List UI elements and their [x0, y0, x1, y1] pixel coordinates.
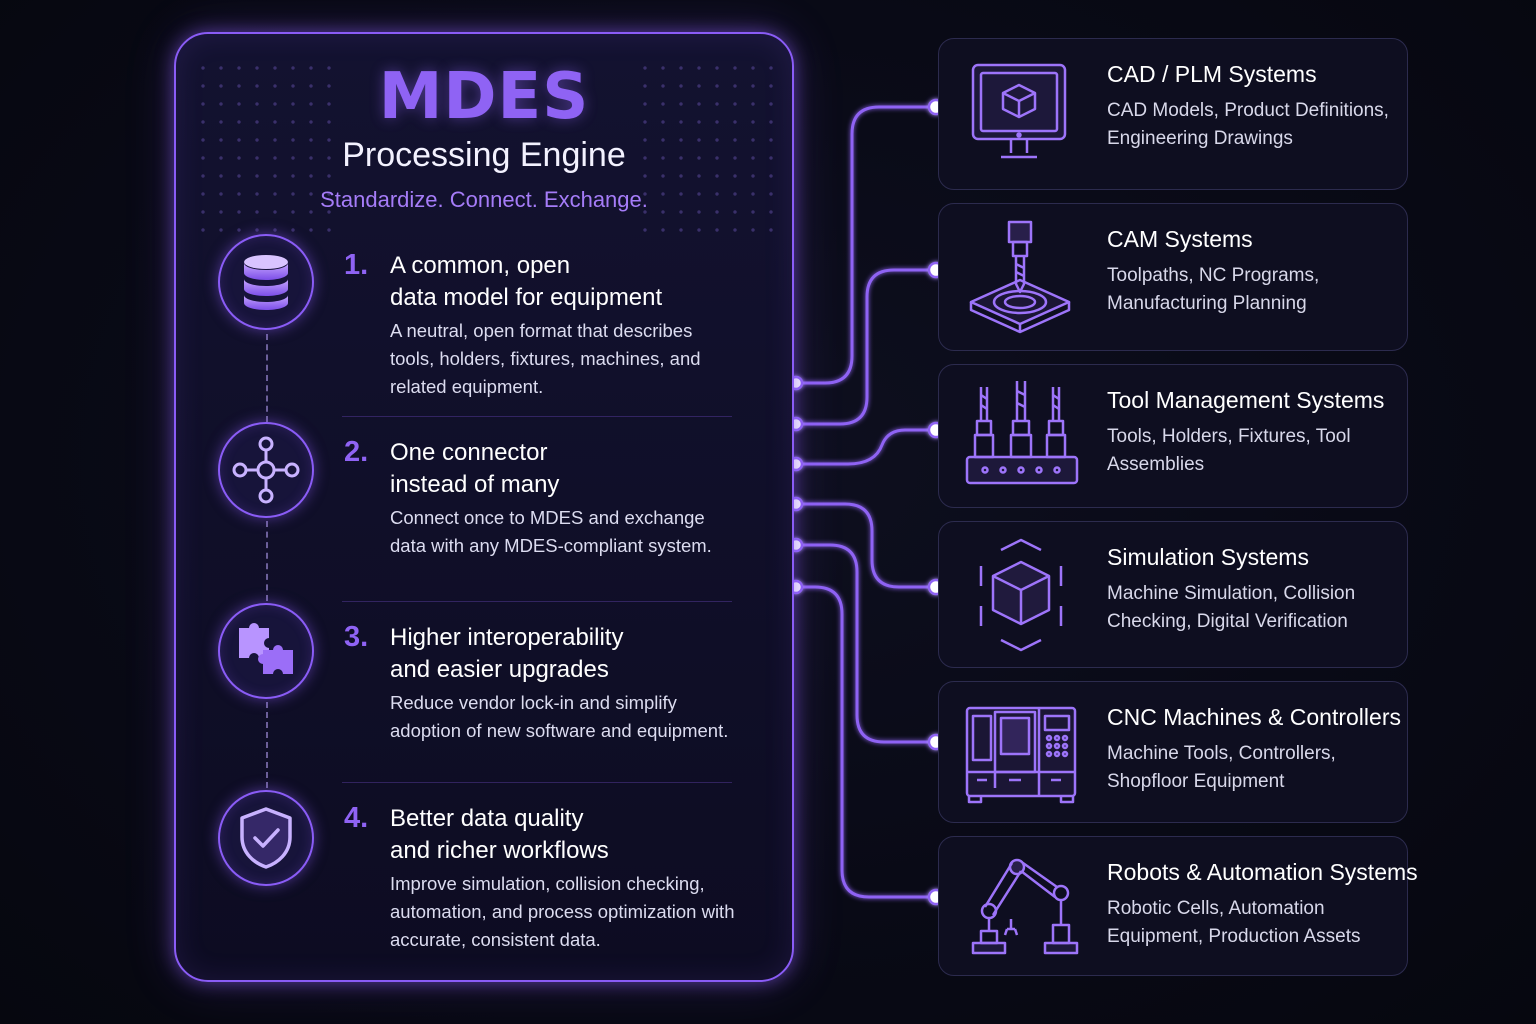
system-description: Robotic Cells, Automation Equipment, Pro…	[1107, 898, 1361, 947]
feature-description: Improve simulation, collision checking, …	[390, 873, 735, 950]
system-title: CAD / PLM Systems	[1107, 61, 1317, 87]
system-description: Toolpaths, NC Programs, Manufacturing Pl…	[1107, 265, 1320, 314]
system-card-cam: CAM Systems Toolpaths, NC Programs, Manu…	[938, 203, 1408, 351]
system-title: CAM Systems	[1107, 226, 1253, 252]
feature-separator	[342, 601, 732, 602]
monitor-cube-icon	[961, 55, 1081, 175]
connector-cam	[796, 268, 936, 426]
network-hub-icon	[218, 422, 314, 518]
feature-heading-line: A common, open	[390, 252, 571, 279]
feature-heading-line: Better data quality	[390, 805, 584, 832]
feature-heading-line: instead of many	[390, 471, 560, 498]
feature-heading-line: and richer workflows	[390, 837, 609, 864]
system-card-cnc: CNC Machines & Controllers Machine Tools…	[938, 681, 1408, 823]
shield-check-icon	[218, 790, 314, 886]
system-description: Tools, Holders, Fixtures, Tool Assemblie…	[1107, 426, 1351, 475]
feature-separator	[342, 782, 732, 783]
engine-title: MDES	[378, 60, 590, 134]
feature-number: 3.	[344, 621, 369, 653]
feature-description: A neutral, open format that describes to…	[390, 320, 701, 397]
feature-heading: Better data quality and richer workflows	[390, 803, 750, 867]
feature-heading-line: One connector	[390, 439, 548, 466]
system-card-robots: Robots & Automation Systems Robotic Cell…	[938, 836, 1418, 976]
system-description: Machine Tools, Controllers, Shopfloor Eq…	[1107, 743, 1336, 792]
system-title: Robots & Automation Systems	[1107, 859, 1418, 885]
processing-engine-panel: MDES Processing Engine Standardize. Conn…	[174, 32, 794, 982]
feature-number: 4.	[344, 802, 369, 834]
engine-tagline: Standardize. Connect. Exchange.	[320, 187, 648, 212]
feature-description: Reduce vendor lock-in and simplify adopt…	[390, 692, 729, 741]
milling-tool-icon	[961, 218, 1081, 338]
feature-separator	[342, 416, 732, 417]
feature-heading: One connector instead of many	[390, 437, 750, 501]
feature-number: 1.	[344, 249, 369, 281]
feature-connector-dash	[266, 521, 268, 601]
system-title: Simulation Systems	[1107, 544, 1309, 570]
dot-pattern	[194, 59, 334, 239]
feature-heading-line: data model for equipment	[390, 284, 663, 311]
connector-simulation	[796, 502, 936, 589]
engine-subtitle: Processing Engine	[342, 136, 626, 174]
system-title: CNC Machines & Controllers	[1107, 704, 1401, 730]
connector-cad	[796, 105, 936, 385]
feature-heading-line: Higher interoperability	[390, 624, 624, 651]
feature-heading-line: and easier upgrades	[390, 656, 609, 683]
cnc-machine-icon	[961, 694, 1081, 814]
system-card-tool-management: Tool Management Systems Tools, Holders, …	[938, 364, 1408, 508]
system-card-cad-plm: CAD / PLM Systems CAD Models, Product De…	[938, 38, 1408, 190]
feature-number: 2.	[344, 436, 369, 468]
hex-cube-icon	[961, 536, 1081, 656]
feature-heading: A common, open data model for equipment	[390, 250, 750, 314]
dot-pattern	[636, 59, 776, 239]
feature-heading: Higher interoperability and easier upgra…	[390, 622, 750, 686]
robot-arm-icon	[961, 849, 1081, 969]
tool-rack-icon	[961, 377, 1081, 497]
system-description: Machine Simulation, Collision Checking, …	[1107, 583, 1356, 632]
system-card-simulation: Simulation Systems Machine Simulation, C…	[938, 521, 1408, 668]
feature-connector-dash	[266, 334, 268, 422]
puzzle-icon	[218, 603, 314, 699]
feature-connector-dash	[266, 702, 268, 788]
database-icon	[218, 234, 314, 330]
connector-cnc	[796, 543, 936, 744]
connector-robots	[796, 585, 936, 899]
connector-tool	[796, 428, 936, 466]
system-description: CAD Models, Product Definitions, Enginee…	[1107, 100, 1389, 149]
system-title: Tool Management Systems	[1107, 387, 1385, 413]
feature-description: Connect once to MDES and exchange data w…	[390, 507, 712, 556]
